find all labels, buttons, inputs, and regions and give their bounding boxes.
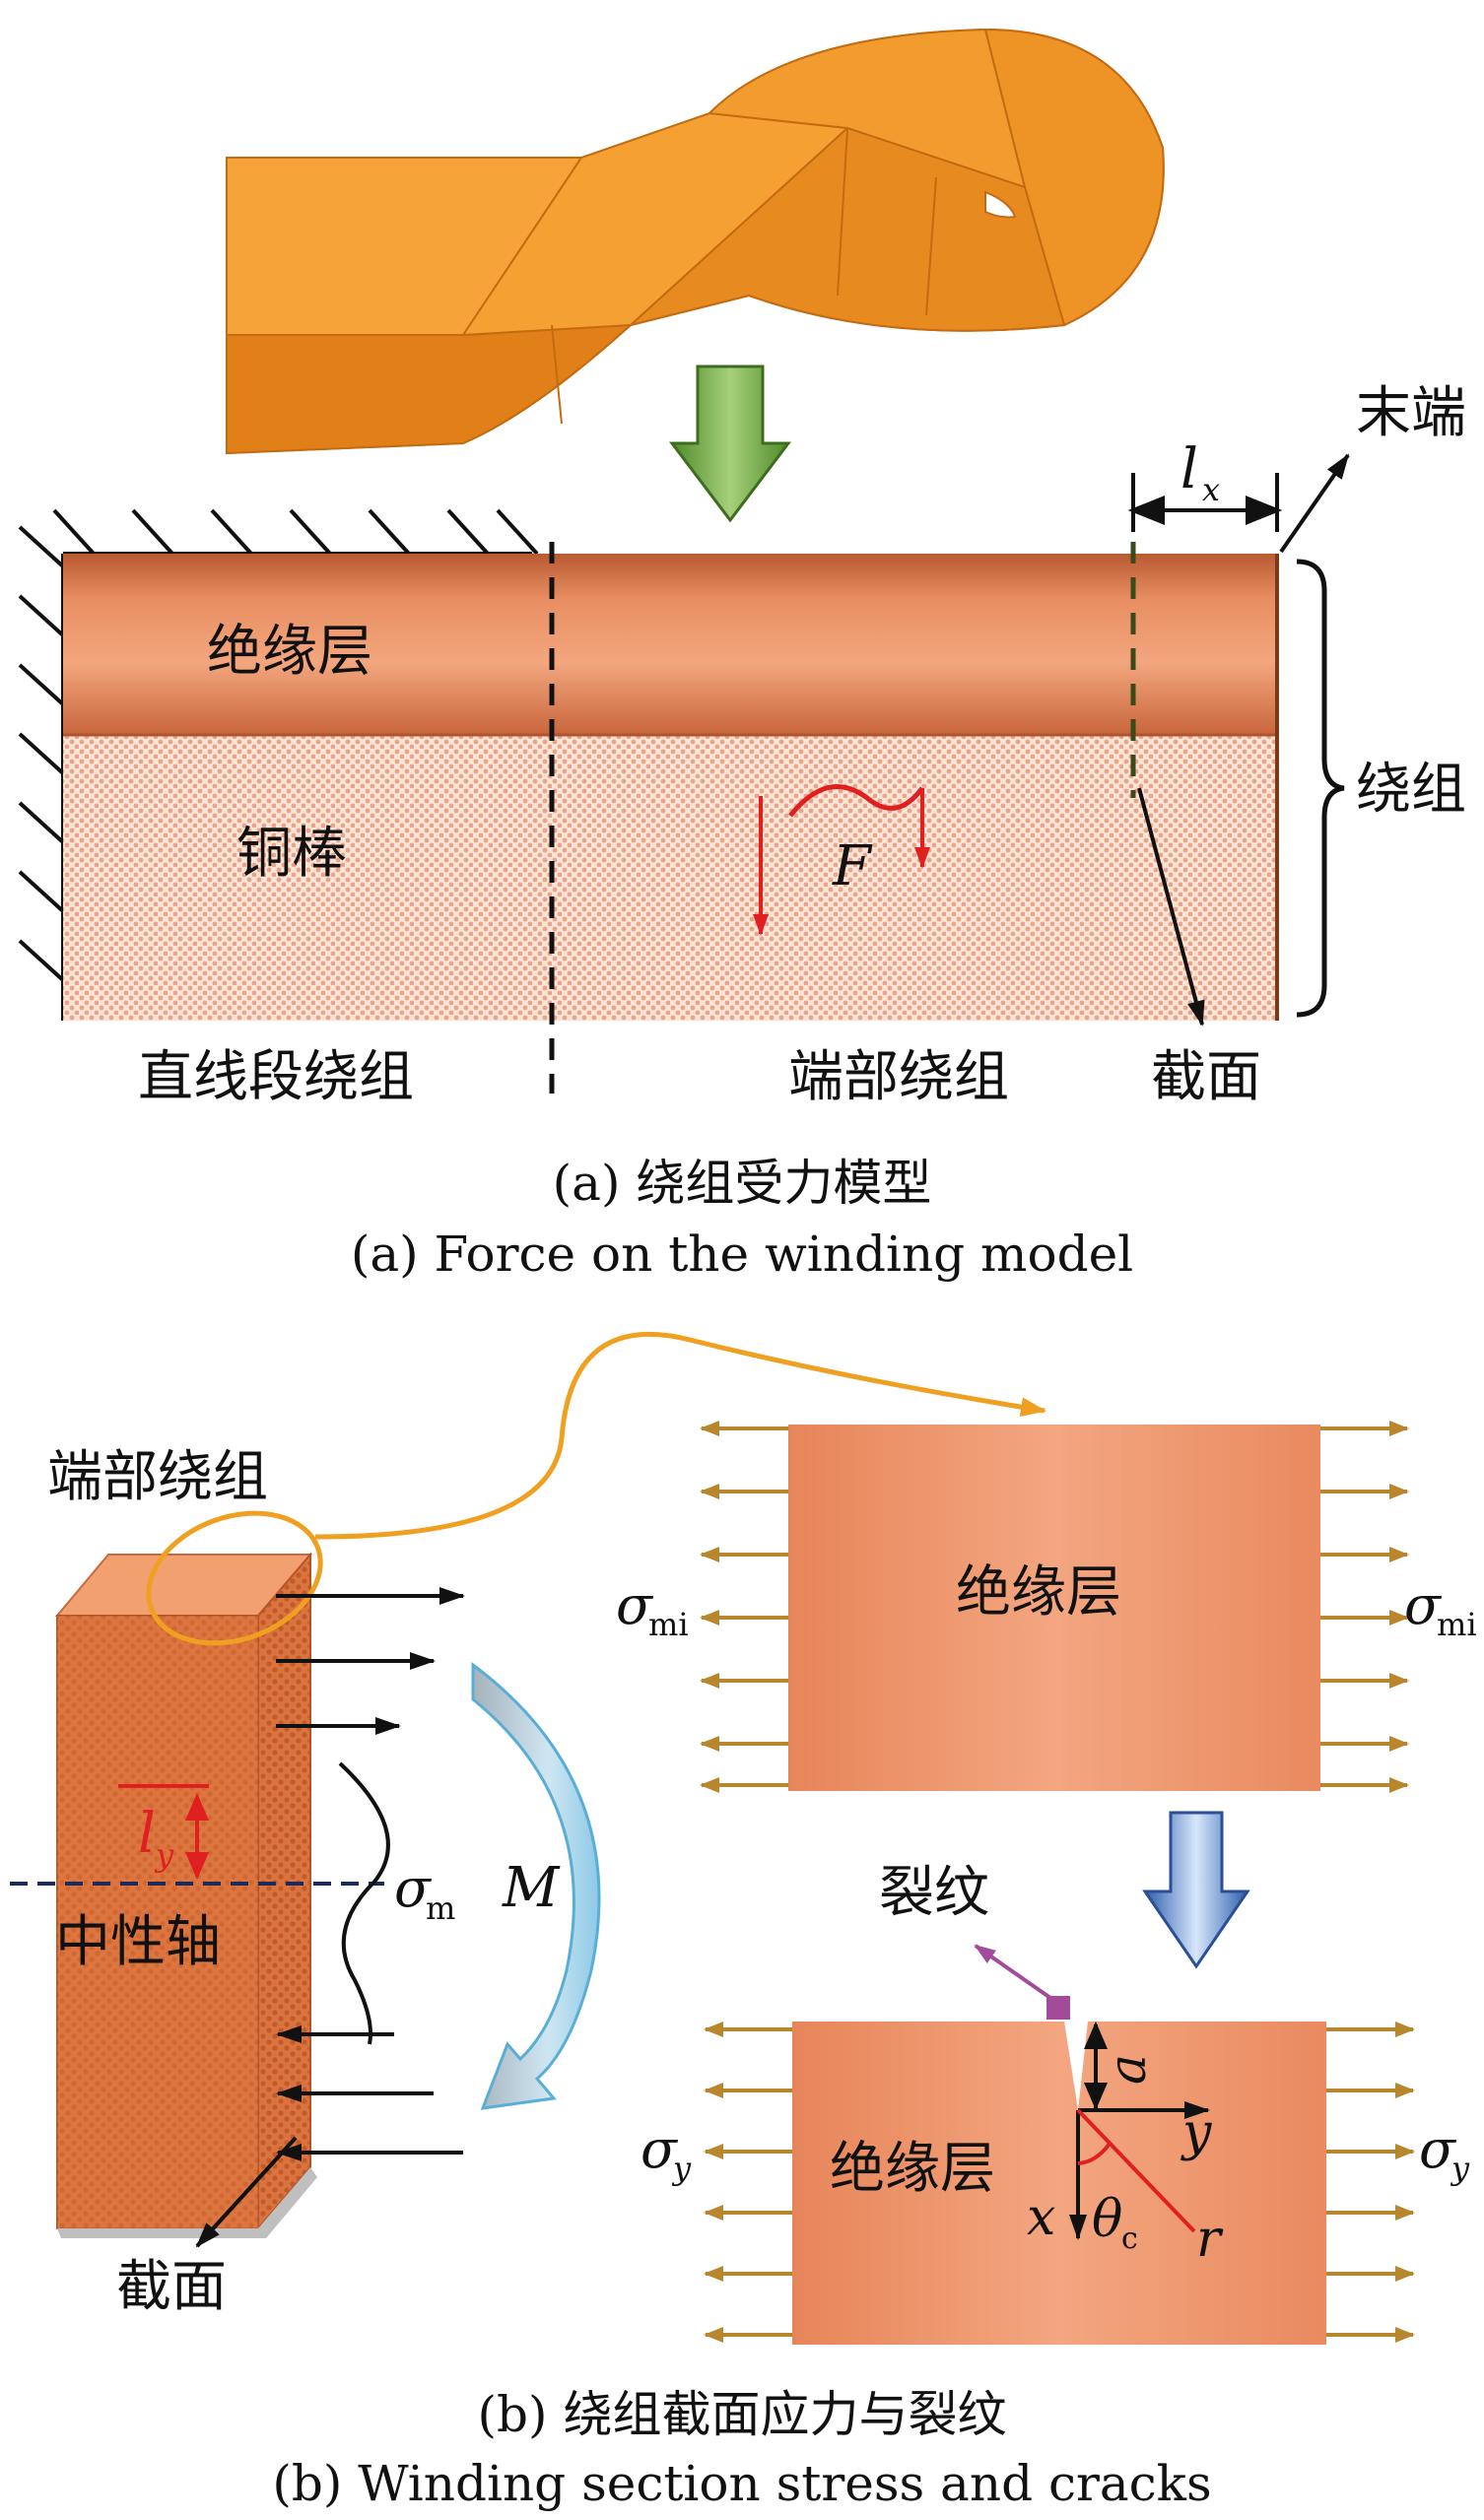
end-winding-3d-illustration: [226, 28, 1165, 455]
sigma-m-label: σ: [394, 1857, 433, 1919]
sigma-y-left-subscript: y: [671, 2150, 692, 2187]
caption-a-cn: (a) 绕组受力模型: [553, 1155, 932, 1212]
bending-stress-arrows: [276, 1587, 465, 2161]
sigma-mi-left-label: σ: [616, 1574, 654, 1636]
winding-label: 绕组: [1356, 758, 1466, 822]
lx-dimension: [1127, 473, 1283, 532]
copper-bar: [63, 735, 1277, 1021]
sigma-y-right-label: σ: [1419, 2118, 1457, 2180]
insulation-layer: [63, 554, 1277, 735]
moment-label: M: [502, 1856, 561, 1920]
b-end-winding-label: 端部绕组: [47, 1445, 268, 1509]
sigma-mi-arrows: [700, 1421, 1409, 1793]
sigma-mi-right-subscript: mi: [1437, 1606, 1477, 1643]
neutral-axis-label: 中性轴: [55, 1910, 221, 1974]
insulation-block-top: [788, 1425, 1320, 1791]
sigma-y-left-label: σ: [641, 2118, 679, 2180]
sigma-m-subscript: m: [426, 1890, 455, 1927]
distributed-force: [753, 783, 930, 936]
caption-a-en: (a) Force on the winding model: [351, 1226, 1133, 1283]
insulation-label: 绝缘层: [207, 620, 372, 684]
caption-b-cn: (b) 绕组截面应力与裂纹: [478, 2386, 1007, 2443]
panel-b: 端部绕组 l y 中性轴 σ: [10, 1331, 1477, 2512]
theta-subscript: c: [1121, 2222, 1138, 2256]
end-pointer: [1279, 453, 1350, 554]
winding-brace: [1296, 559, 1345, 1018]
force-label: F: [832, 834, 873, 898]
blue-down-arrow: [1142, 1811, 1250, 1969]
r-line: [1076, 2108, 1196, 2233]
moment-arrow: [471, 1661, 601, 2110]
lx-label: l: [1180, 437, 1198, 501]
x-axis-label: x: [1027, 2188, 1055, 2247]
sigma-y-right-subscript: y: [1450, 2150, 1470, 2187]
winding-block-3d: [54, 1552, 317, 2238]
caption-b-en: (b) Winding section stress and cracks: [272, 2455, 1211, 2512]
theta-label: θ: [1092, 2190, 1122, 2249]
insulation-top-label: 绝缘层: [956, 1560, 1121, 1625]
end-label: 末端: [1356, 381, 1466, 445]
green-down-arrow: [668, 365, 792, 523]
sigma-mi-right-label: σ: [1404, 1574, 1443, 1636]
sigma-mi-left-subscript: mi: [648, 1606, 689, 1643]
section-label: 截面: [1151, 1045, 1261, 1109]
lx-subscript: x: [1202, 471, 1220, 508]
r-label: r: [1196, 2210, 1224, 2269]
crack-label: 裂纹: [879, 1861, 989, 1925]
straight-winding-label: 直线段绕组: [138, 1045, 414, 1109]
copper-label: 铜棒: [236, 822, 347, 886]
y-axis-label: y: [1180, 2103, 1212, 2162]
b-section-label: 截面: [116, 2255, 227, 2319]
zoom-curve: [314, 1331, 1046, 1540]
crack-pointer: [974, 1944, 1052, 2000]
stress-distribution-curve: [338, 1761, 390, 2045]
ly-label: l: [138, 1802, 156, 1866]
panel-a: l x 末端 绕组 绝缘层 铜棒 F 直线段绕组 端部绕组 截面 (a) 绕组受…: [18, 28, 1466, 1283]
end-winding-label: 端部绕组: [788, 1045, 1009, 1109]
theta-arc: [1077, 2142, 1112, 2165]
sigma-y-arrows: [704, 2022, 1415, 2343]
section-highlight-ellipse: [146, 1510, 323, 1646]
crack-depth-label: a: [1099, 2054, 1158, 2085]
ly-subscript: y: [154, 1836, 174, 1874]
b-section-pointer: [195, 2136, 298, 2248]
section-pointer: [1137, 787, 1205, 1027]
crack-marker: [1046, 1996, 1070, 2020]
insulation-bottom-label: 绝缘层: [830, 2137, 995, 2201]
